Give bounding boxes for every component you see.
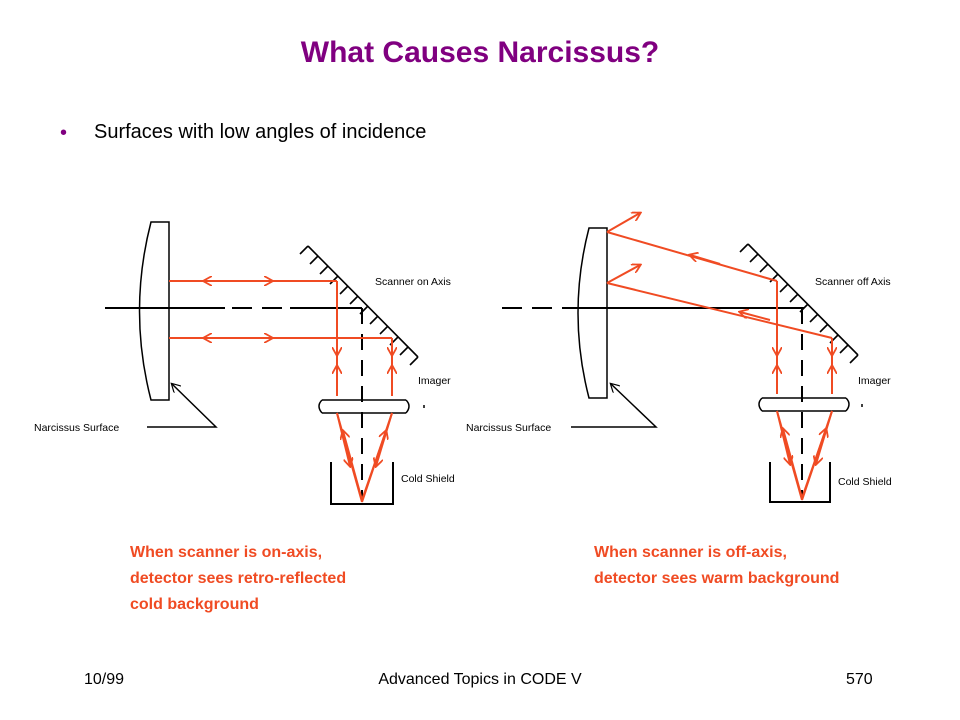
cold-shield-label: Cold Shield (838, 476, 892, 488)
footer-date: 10/99 (84, 671, 125, 688)
footer-course: Advanced Topics in CODE V (378, 671, 582, 688)
caption-line: detector sees retro-reflected (130, 570, 347, 587)
left-diagram: Scanner on Axis Imager Narcissus Surface… (34, 221, 455, 505)
caption-line: detector sees warm background (594, 570, 840, 587)
right-diagram: Scanner off Axis Imager Narcissus Surfac… (466, 213, 892, 503)
imager-label: Imager (418, 375, 451, 387)
left-caption: When scanner is on-axis, detector sees r… (130, 540, 346, 618)
rays (169, 281, 392, 503)
caption-line: When scanner is on-axis, (130, 544, 323, 561)
narcissus-label: Narcissus Surface (34, 422, 119, 434)
scanner-mirror (299, 245, 419, 366)
narcissus-label: Narcissus Surface (466, 422, 551, 434)
footer-page-number: 570 (846, 671, 873, 688)
caption-line: cold background (130, 596, 259, 613)
narcissus-pointer (147, 384, 218, 428)
imager-label: Imager (858, 375, 891, 387)
narcissus-lens (577, 227, 608, 399)
narcissus-pointer (571, 384, 658, 428)
cold-shield-label: Cold Shield (401, 473, 455, 485)
slide-title: What Causes Narcissus? (300, 36, 660, 69)
imager-lens (758, 397, 863, 412)
cold-shield (769, 462, 831, 503)
bullet-text: Surfaces with low angles of incidence (94, 121, 427, 143)
scanner-label: Scanner off Axis (815, 276, 891, 288)
scanner-label: Scanner on Axis (375, 276, 451, 288)
right-caption: When scanner is off-axis, detector sees … (594, 540, 839, 592)
narcissus-lens (138, 221, 170, 401)
scanner-mirror (739, 243, 859, 364)
imager-lens (318, 399, 425, 414)
rays (606, 213, 832, 501)
cold-shield (330, 462, 394, 505)
bullet-dot: • (60, 122, 68, 144)
caption-line: When scanner is off-axis, (594, 544, 787, 561)
